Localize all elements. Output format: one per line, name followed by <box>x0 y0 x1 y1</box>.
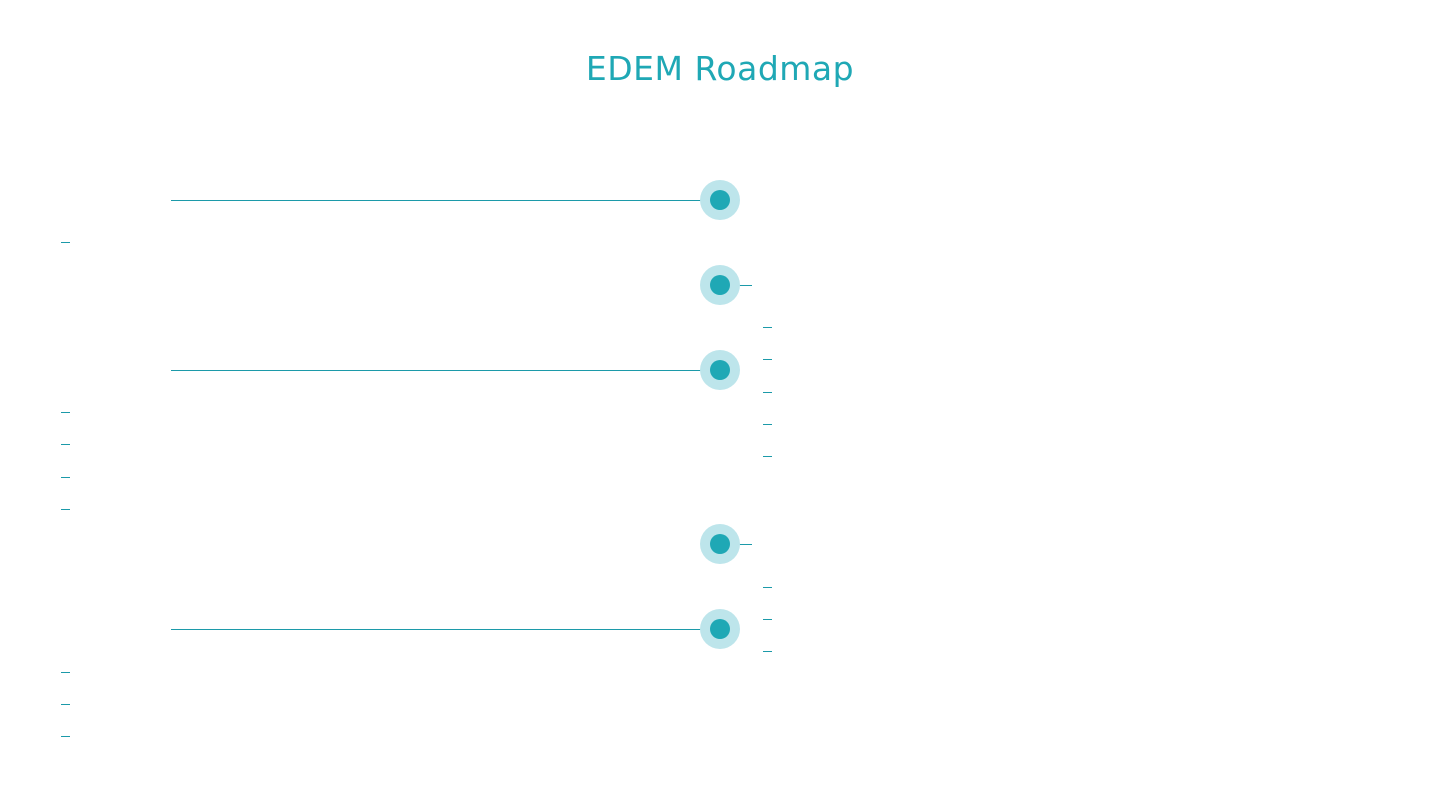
milestone-2-item-1-bullet <box>763 327 772 328</box>
milestone-2-item-5-bullet <box>763 456 772 457</box>
milestone-5-item-1-bullet <box>61 672 70 673</box>
milestone-1-connector <box>171 200 720 201</box>
milestone-4-item-2-bullet <box>763 619 772 620</box>
milestone-1-node-core <box>710 190 730 210</box>
milestone-4-node-core <box>710 534 730 554</box>
milestone-5-node-core <box>710 619 730 639</box>
milestone-2-item-4-bullet <box>763 424 772 425</box>
milestone-5-item-2-bullet <box>61 704 70 705</box>
milestone-2-item-3-bullet <box>763 392 772 393</box>
milestone-4-item-1-bullet <box>763 587 772 588</box>
milestone-3-connector <box>171 370 720 371</box>
milestone-1-node[interactable] <box>700 180 740 220</box>
milestone-3-item-4-bullet <box>61 509 70 510</box>
milestone-4-item-3-bullet <box>763 651 772 652</box>
milestone-1-item-1-bullet <box>61 242 70 243</box>
milestone-3-item-3-bullet <box>61 477 70 478</box>
milestone-4-node[interactable] <box>700 524 740 564</box>
milestone-5-node[interactable] <box>700 609 740 649</box>
milestone-3-item-2-bullet <box>61 444 70 445</box>
milestone-3-node-core <box>710 360 730 380</box>
milestone-2-node-core <box>710 275 730 295</box>
milestone-5-item-3-bullet <box>61 736 70 737</box>
roadmap-title: EDEM Roadmap <box>585 49 855 88</box>
milestone-2-node[interactable] <box>700 265 740 305</box>
milestone-5-connector <box>171 629 720 630</box>
milestone-3-node[interactable] <box>700 350 740 390</box>
milestone-3-item-1-bullet <box>61 412 70 413</box>
milestone-2-item-2-bullet <box>763 359 772 360</box>
